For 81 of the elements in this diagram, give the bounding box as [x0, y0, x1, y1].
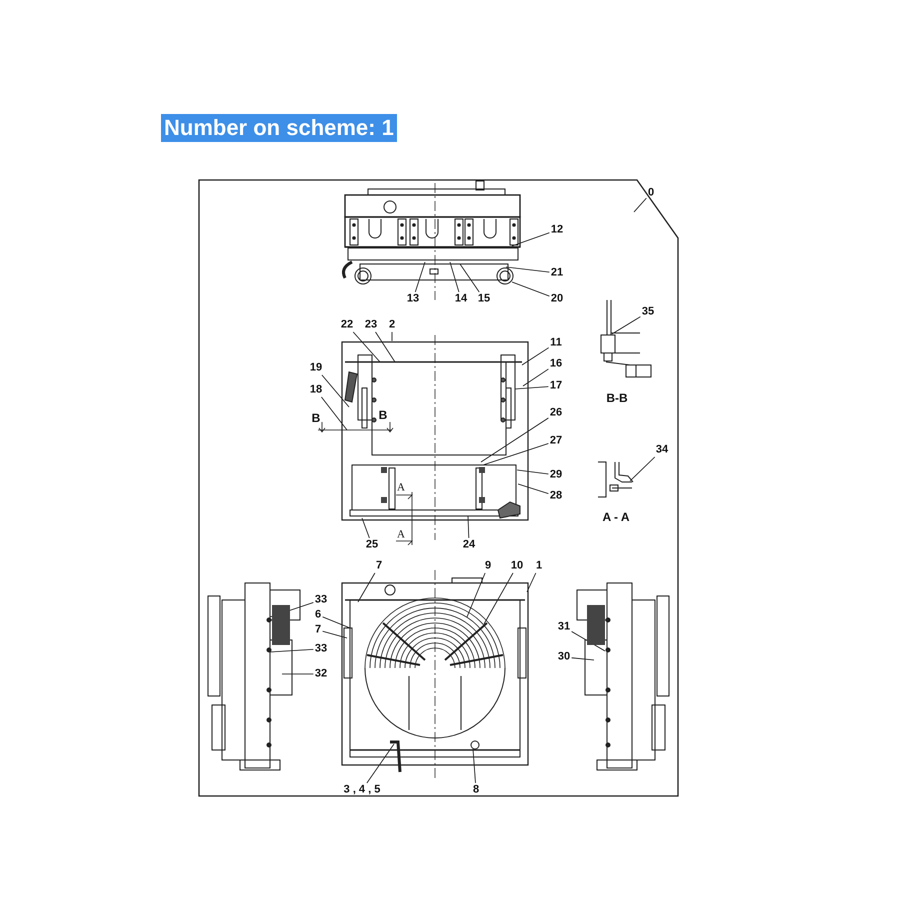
callout-number: 34: [656, 444, 668, 456]
leader-line: [526, 572, 536, 592]
callout-number: 14: [454, 294, 468, 304]
leader-line: [352, 332, 380, 362]
leader-line: [366, 744, 394, 784]
leader-line: [522, 347, 550, 366]
leader-line: [450, 262, 460, 292]
radiator-side-view-drawing: [576, 582, 670, 770]
callout-number: 9: [484, 560, 492, 572]
callout-number: 13: [406, 294, 420, 304]
leader-line: [472, 748, 476, 784]
leader-line: [506, 266, 550, 272]
leader-line: [634, 198, 647, 212]
callout-number: 15: [478, 294, 490, 304]
section-mark: B-B: [606, 392, 628, 404]
leader-line: [480, 418, 549, 462]
callout-number: 24: [462, 540, 476, 550]
leader-line: [514, 386, 549, 390]
callout-number: 12: [550, 224, 564, 236]
callout-number: 23: [364, 320, 378, 330]
leader-line: [322, 630, 348, 638]
leader-line: [322, 374, 350, 408]
leader-line: [362, 518, 370, 538]
callout-number: 6: [314, 610, 322, 620]
leader-line: [516, 470, 549, 474]
callout-number: 21: [550, 268, 564, 278]
leader-line: [375, 332, 396, 362]
section-mark: A: [397, 482, 405, 494]
callout-number: 0: [648, 188, 654, 198]
leader-line: [630, 456, 656, 482]
callout-number: 30: [558, 652, 570, 662]
callout-number: 7: [314, 624, 322, 636]
leader-line: [482, 443, 549, 466]
section-mark: B: [312, 412, 320, 424]
leader-line: [321, 396, 348, 430]
leader-line: [460, 264, 480, 292]
callout-number: 17: [550, 380, 562, 392]
callout-number: 2: [388, 320, 396, 330]
section-mark: B: [378, 409, 388, 421]
section-mark: A: [397, 530, 405, 540]
callout-number: 33: [314, 594, 328, 606]
radiator-side-view-drawing: [208, 582, 300, 770]
callout-number: 35: [642, 306, 654, 318]
radiator-top-view-drawing: [342, 180, 521, 300]
leader-line: [322, 616, 350, 628]
callout-number: 16: [550, 358, 562, 370]
leader-line: [518, 484, 549, 494]
radiator-fan-shroud-drawing: [341, 570, 529, 778]
callout-number: 8: [472, 784, 480, 796]
callout-number: 19: [310, 362, 322, 374]
leader-line: [612, 316, 641, 334]
leader-line: [571, 657, 594, 660]
callout-number: 25: [366, 540, 378, 550]
callout-number: 11: [550, 338, 562, 348]
leader-line: [358, 572, 376, 602]
callout-number: 7: [376, 560, 382, 572]
leader-line: [466, 572, 486, 618]
callout-number: 22: [340, 320, 354, 330]
callout-number: 31: [558, 622, 570, 632]
callout-number: 29: [550, 470, 562, 480]
callout-number: 28: [550, 490, 562, 502]
leader-line: [484, 572, 514, 624]
title-banner: Number on scheme: 1: [161, 114, 397, 142]
leader-line: [512, 232, 550, 246]
leader-line: [270, 649, 314, 652]
callout-number: 18: [310, 384, 322, 396]
callout-number: 3 , 4 , 5: [344, 784, 380, 796]
callout-number: 20: [550, 294, 564, 304]
leader-line: [522, 368, 549, 386]
drawing-frame: [199, 180, 678, 796]
callout-number: 26: [550, 408, 562, 418]
section-detail-drawing: [598, 462, 634, 498]
leader-line: [468, 516, 470, 538]
callout-number: 10: [510, 560, 524, 572]
callout-number: 32: [314, 668, 328, 680]
callout-number: 1: [536, 560, 542, 572]
section-mark: A - A: [602, 511, 630, 523]
callout-number: 27: [550, 436, 562, 446]
leader-line: [512, 282, 550, 296]
leader-line: [414, 262, 426, 292]
callout-number: 33: [314, 644, 328, 654]
